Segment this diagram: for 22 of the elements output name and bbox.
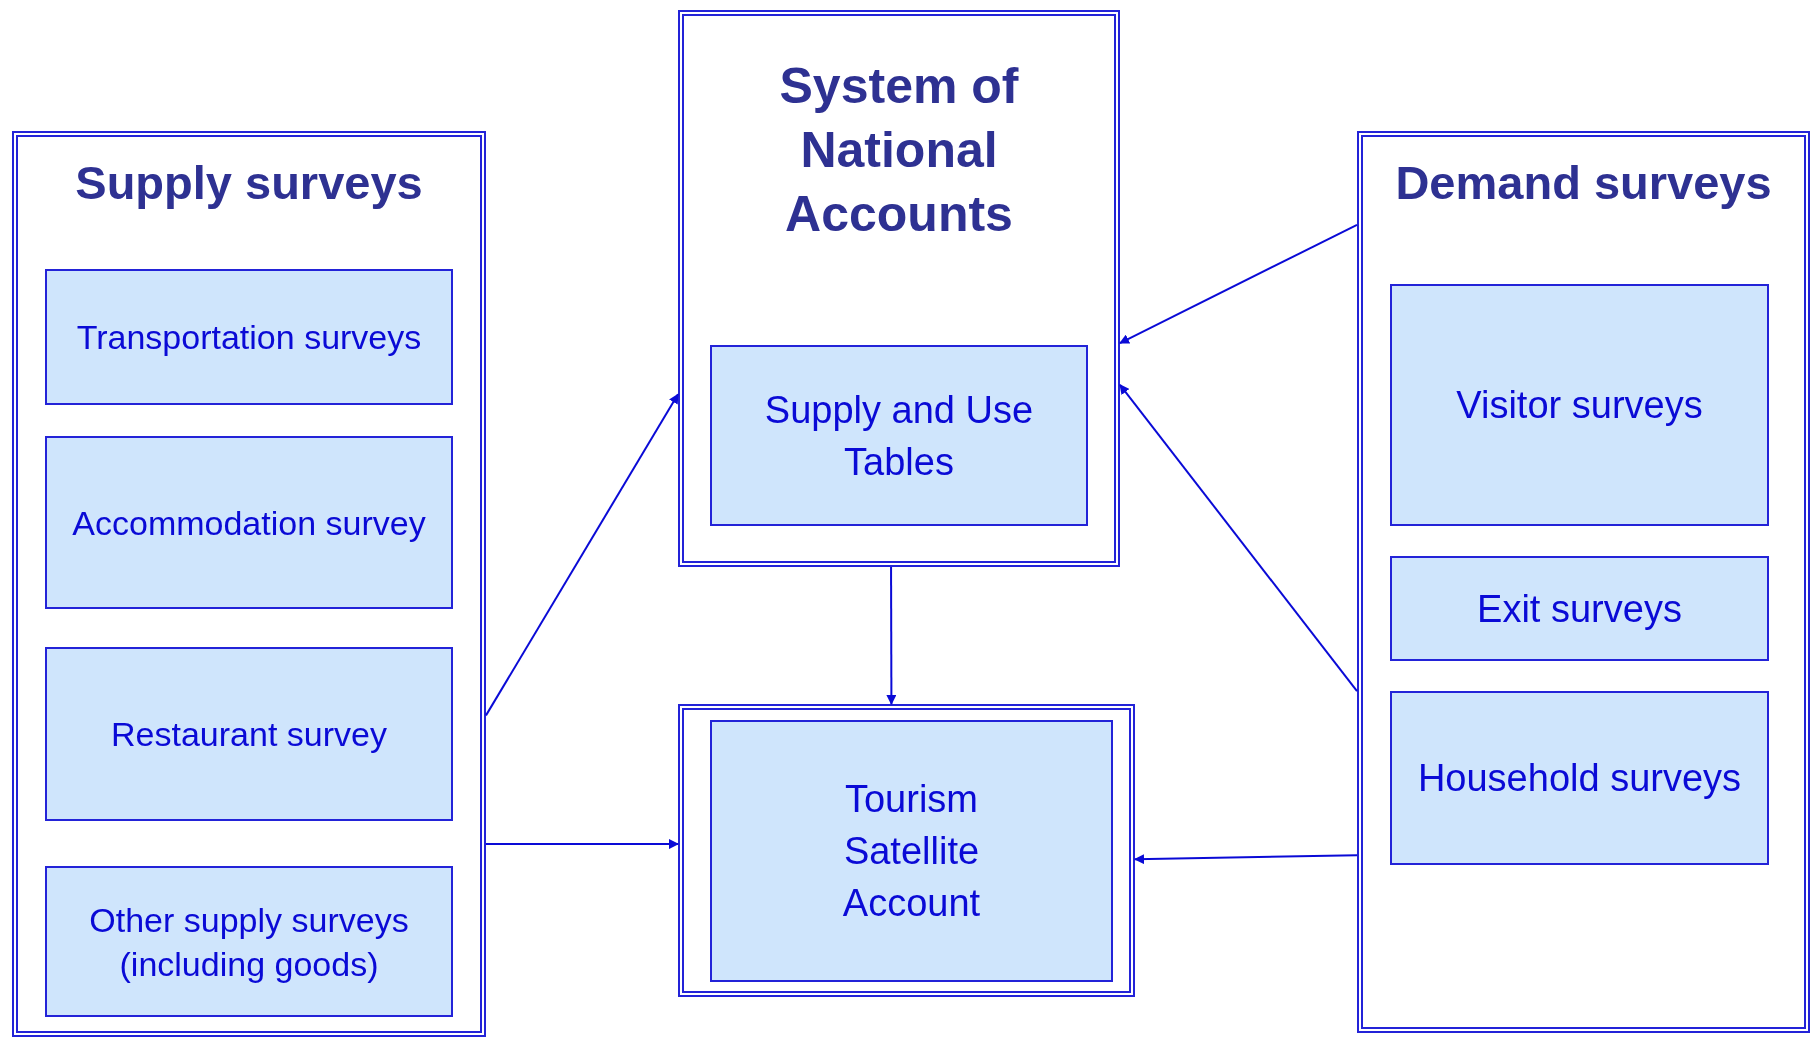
account-frame xyxy=(678,704,1135,997)
arrow xyxy=(485,839,679,850)
group-panel xyxy=(12,131,486,1037)
survey-box: Other supply surveys (including goods) xyxy=(45,866,453,1017)
arrow xyxy=(1119,223,1358,345)
group-panel xyxy=(1357,131,1810,1033)
arrow xyxy=(1134,854,1358,865)
account-box: Tourism Satellite Account xyxy=(710,720,1113,982)
survey-box: Transportation surveys xyxy=(45,269,453,405)
arrow xyxy=(886,566,897,705)
group-panel xyxy=(678,10,1120,567)
survey-box: Visitor surveys xyxy=(1390,284,1769,526)
survey-box: Household surveys xyxy=(1390,691,1769,865)
survey-box: Restaurant survey xyxy=(45,647,453,821)
arrow xyxy=(1119,383,1358,693)
arrow xyxy=(485,393,679,717)
survey-box: Accommodation survey xyxy=(45,436,453,609)
panel-heading: System of National Accounts xyxy=(778,57,1020,244)
survey-box: Exit surveys xyxy=(1390,556,1769,661)
panel-heading: Demand surveys xyxy=(1394,155,1773,211)
survey-box: Supply and Use Tables xyxy=(710,345,1088,526)
panel-heading: Supply surveys xyxy=(74,155,424,211)
